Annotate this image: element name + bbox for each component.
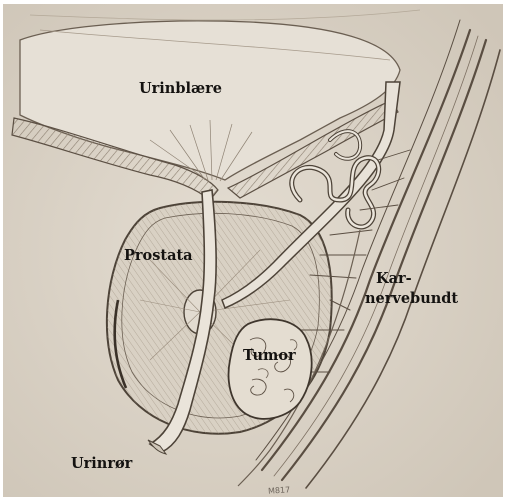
artist-signature: M817 (268, 485, 291, 496)
label-urethra: Urinrør (71, 455, 132, 472)
label-neurovascular-bundle-line1: Kar- (376, 270, 412, 287)
label-tumor: Tumor (243, 347, 296, 364)
label-neurovascular-bundle-line2: nervebundt (365, 290, 458, 307)
tumor (229, 319, 312, 419)
label-bladder: Urinblære (139, 80, 222, 97)
label-prostate: Prostata (124, 247, 193, 264)
